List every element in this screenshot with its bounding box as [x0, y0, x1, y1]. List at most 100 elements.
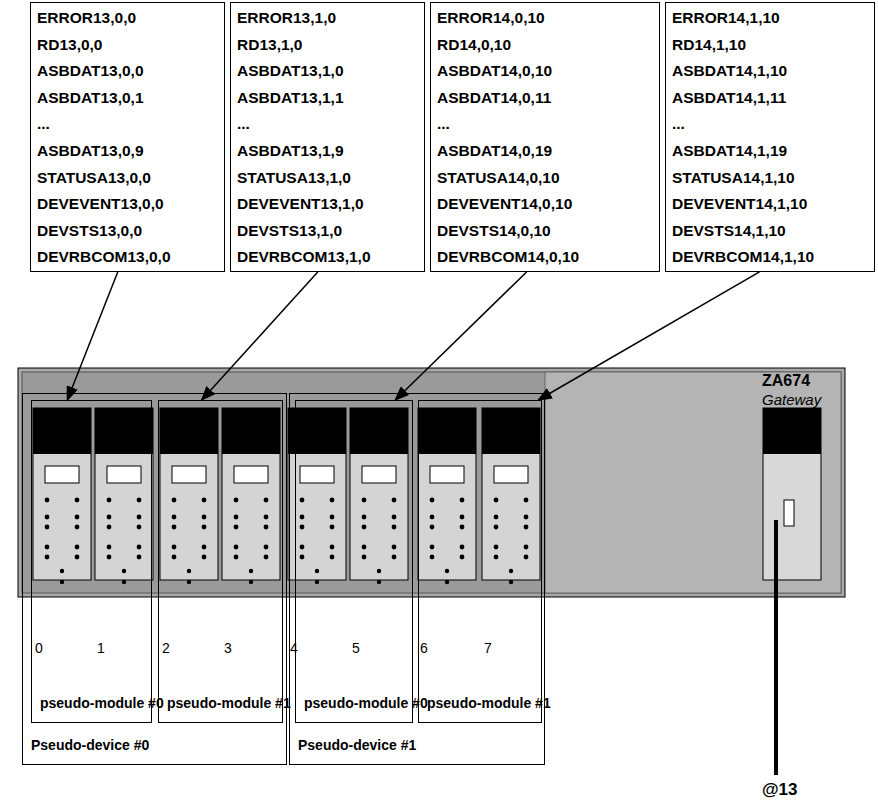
variable-name: ERROR14,1,10 — [672, 5, 868, 32]
led-dot — [107, 498, 112, 503]
gateway-caption: Gateway — [762, 391, 821, 408]
led-dot — [330, 498, 335, 503]
module-display — [107, 466, 141, 483]
variable-name: ASBDAT13,0,1 — [37, 85, 218, 112]
led-dot — [494, 515, 499, 520]
led-dot — [362, 545, 367, 550]
led-dot — [524, 498, 529, 503]
led-dot — [494, 545, 499, 550]
led-dot — [107, 545, 112, 550]
gateway-module — [763, 408, 821, 580]
led-dot — [172, 515, 177, 520]
variable-list-box: ERROR14,0,10RD14,0,10ASBDAT14,0,10ASBDAT… — [430, 2, 660, 272]
led-dot — [234, 555, 239, 560]
led-dot — [524, 545, 529, 550]
io-module — [95, 408, 153, 580]
led-dot — [392, 525, 397, 530]
led-dot — [234, 545, 239, 550]
module-top — [350, 408, 408, 454]
led-dot — [75, 555, 80, 560]
module-top — [95, 408, 153, 454]
variable-name: ERROR13,0,0 — [37, 5, 218, 32]
led-dot — [45, 525, 50, 530]
module-display — [430, 466, 464, 483]
bus-cable — [774, 520, 778, 775]
led-dot — [60, 580, 64, 584]
led-dot — [300, 515, 305, 520]
variable-name: DEVRBCOM14,0,10 — [437, 244, 653, 271]
led-dot — [202, 555, 207, 560]
led-dot — [430, 515, 435, 520]
led-dot — [264, 498, 269, 503]
group-label: pseudo-module #0 — [32, 694, 102, 722]
variable-name: ASBDAT14,1,10 — [672, 58, 868, 85]
pointer-arrow — [538, 272, 759, 400]
led-dot — [362, 555, 367, 560]
led-dot — [187, 569, 191, 573]
variable-name: ASBDAT13,0,9 — [37, 138, 218, 165]
led-dot — [137, 525, 142, 530]
led-dot — [75, 525, 80, 530]
io-module — [160, 408, 218, 580]
led-dot — [264, 545, 269, 550]
variable-list-box: ERROR13,1,0RD13,1,0ASBDAT13,1,0ASBDAT13,… — [230, 2, 425, 272]
module-top — [288, 408, 346, 454]
slot-number: 3 — [224, 640, 232, 656]
led-dot — [330, 555, 335, 560]
module-top — [33, 408, 91, 454]
pseudo-device-box: Pseudo-device #1pseudo-module #0pseudo-m… — [289, 393, 545, 765]
led-dot — [45, 555, 50, 560]
led-dot — [300, 555, 305, 560]
led-dot — [315, 580, 319, 584]
io-module — [482, 408, 540, 580]
led-dot — [524, 555, 529, 560]
led-dot — [45, 498, 50, 503]
led-dot — [172, 525, 177, 530]
variable-name: STATUSA14,0,10 — [437, 165, 653, 192]
variable-list-box: ERROR13,0,0RD13,0,0ASBDAT13,0,0ASBDAT13,… — [30, 2, 225, 272]
led-dot — [315, 569, 319, 573]
variable-name: STATUSA14,1,10 — [672, 165, 868, 192]
group-label: pseudo-module #1 — [419, 694, 489, 722]
variable-name: DEVEVENT13,1,0 — [237, 191, 418, 218]
module-top — [482, 408, 540, 454]
led-dot — [460, 498, 465, 503]
variable-name: STATUSA13,0,0 — [37, 165, 218, 192]
bus-address: @13 — [760, 780, 800, 800]
led-dot — [187, 580, 191, 584]
led-dot — [234, 515, 239, 520]
slot-number: 5 — [352, 640, 360, 656]
variable-name: ASBDAT14,0,11 — [437, 85, 653, 112]
led-dot — [172, 545, 177, 550]
led-dot — [60, 569, 64, 573]
io-module — [350, 408, 408, 580]
variable-name: ERROR13,1,0 — [237, 5, 418, 32]
rack-frame — [18, 368, 845, 597]
variable-name: RD14,0,10 — [437, 32, 653, 59]
led-dot — [392, 498, 397, 503]
led-dot — [300, 545, 305, 550]
variable-name: ASBDAT14,0,19 — [437, 138, 653, 165]
led-dot — [430, 545, 435, 550]
module-display — [300, 466, 334, 483]
led-dot — [445, 569, 449, 573]
led-dot — [45, 545, 50, 550]
led-dot — [75, 515, 80, 520]
module-top — [418, 408, 476, 454]
module-top — [160, 408, 218, 454]
serial-connector — [784, 500, 794, 526]
led-dot — [122, 569, 126, 573]
variable-name: ASBDAT13,0,0 — [37, 58, 218, 85]
pointer-arrow — [67, 272, 117, 400]
led-dot — [524, 525, 529, 530]
led-dot — [172, 498, 177, 503]
led-dot — [392, 545, 397, 550]
gateway-panel — [545, 372, 841, 593]
led-dot — [107, 525, 112, 530]
variable-name: RD13,0,0 — [37, 32, 218, 59]
led-dot — [392, 515, 397, 520]
io-module — [222, 408, 280, 580]
group-label: Pseudo-device #0 — [23, 736, 149, 764]
led-dot — [330, 515, 335, 520]
module-display — [494, 466, 528, 483]
